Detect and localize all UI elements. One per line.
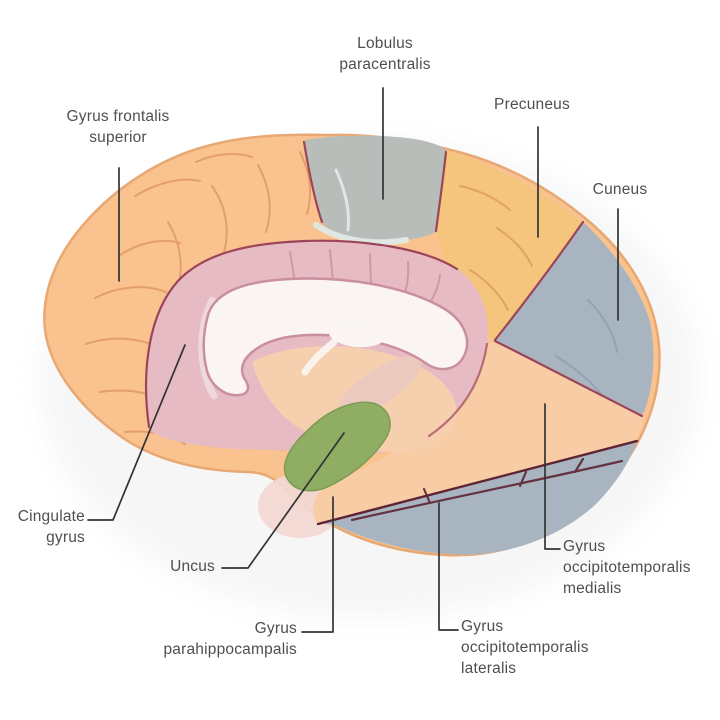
label-line: Uncus: [170, 558, 215, 575]
label-line: superior: [89, 129, 147, 146]
region-gyrus-occipitotemporalis-lateralis: [318, 441, 637, 555]
label-line: occipitotemporalis: [563, 559, 691, 576]
fornix-streak: [301, 338, 338, 376]
label-gyrus-occipitotemporalis-medialis: Gyrus occipitotemporalis medialis: [563, 536, 718, 599]
label-line: Cuneus: [592, 181, 648, 198]
label-line: Gyrus frontalis: [66, 108, 170, 125]
label-line: gyrus: [46, 529, 85, 546]
label-line: medialis: [563, 580, 622, 597]
callosal-sulcus-highlight: [198, 296, 218, 400]
leader-uncus: [221, 432, 345, 569]
leader-gyrus-parahippocampalis: [301, 496, 334, 633]
region-lobulus-paracentralis: [303, 135, 447, 242]
label-cingulate-gyrus: Cingulate gyrus: [0, 506, 85, 548]
leader-cingulate-gyrus: [87, 344, 186, 521]
leader-lines: [87, 87, 619, 633]
label-gyrus-occipitotemporalis-lateralis: Gyrus occipitotemporalis lateralis: [461, 616, 616, 679]
fornix: [329, 321, 387, 348]
label-line: lateralis: [461, 660, 517, 677]
label-precuneus: Precuneus: [432, 94, 632, 115]
label-line: paracentralis: [339, 56, 431, 73]
region-gyrus-occipitotemporalis-medialis: [313, 340, 645, 524]
collateral-sulcus: [316, 439, 639, 526]
label-line: Precuneus: [494, 96, 570, 113]
label-uncus: Uncus: [65, 556, 215, 577]
label-gyrus-parahippocampalis: Gyrus parahippocampalis: [97, 618, 297, 660]
thalamus-oval: [338, 356, 422, 416]
region-uncus: [283, 401, 391, 492]
label-cuneus: Cuneus: [520, 179, 720, 200]
label-line: Lobulus: [357, 35, 413, 52]
label-line: Cingulate: [17, 508, 85, 525]
paracentral-highlight: [313, 168, 409, 246]
label-line: Gyrus: [563, 538, 606, 555]
label-line: Gyrus: [461, 618, 504, 635]
frontal-sulci: [85, 151, 312, 451]
label-gyrus-frontalis-superior: Gyrus frontalis superior: [18, 106, 218, 148]
label-lobulus-paracentralis: Lobulus paracentralis: [285, 33, 485, 75]
region-cuneus: [495, 222, 654, 418]
leader-gyrus-occipitotemporalis-medialis: [544, 403, 561, 550]
label-line: occipitotemporalis: [461, 639, 589, 656]
boundary-sulci: [144, 140, 644, 438]
precuneus-sulci: [459, 185, 533, 311]
leader-gyrus-occipitotemporalis-lateralis: [438, 502, 459, 631]
label-line: Gyrus: [254, 620, 297, 637]
label-line: parahippocampalis: [163, 641, 297, 658]
